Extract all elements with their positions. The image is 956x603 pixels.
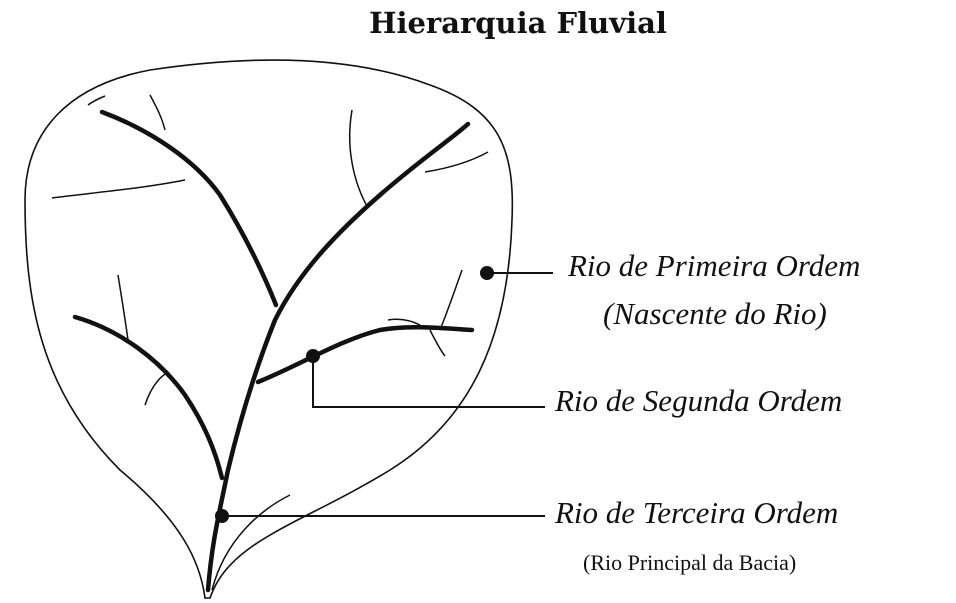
label-second-order: Rio de Segunda Ordem (555, 383, 843, 418)
label-first-order-note: (Nascente do Rio) (603, 296, 827, 331)
second-order-tributary (255, 325, 475, 385)
second-order-marker (306, 349, 320, 363)
first-order-marker (480, 266, 494, 280)
leader-lines (222, 272, 553, 517)
basin-outline (24, 59, 514, 599)
main-river (205, 121, 471, 593)
label-third-order: Rio de Terceira Ordem (555, 495, 839, 530)
lower-left-tributary (72, 314, 225, 481)
thin-tributaries (51, 94, 489, 591)
label-third-order-note: (Rio Principal da Bacia) (583, 550, 797, 575)
main-streams (72, 109, 475, 593)
label-first-order: Rio de Primeira Ordem (568, 248, 861, 283)
diagram-title: Hierarquia Fluvial (369, 6, 667, 40)
upper-left-tributary (99, 109, 279, 308)
third-order-marker (215, 509, 229, 523)
